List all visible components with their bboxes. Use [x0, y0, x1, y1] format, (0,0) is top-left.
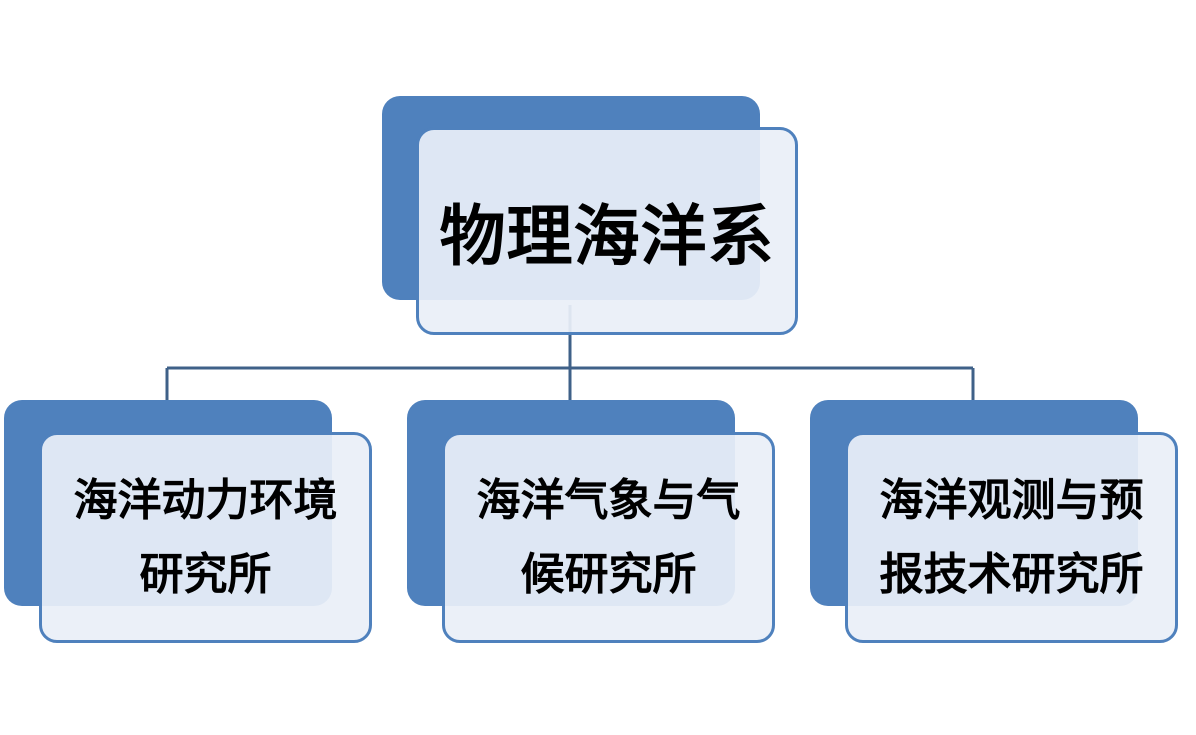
child-node-1: 海洋动力环境研究所 [4, 400, 372, 645]
child-node-3-box: 海洋观测与预报技术研究所 [845, 432, 1178, 643]
child-node-2: 海洋气象与气候研究所 [407, 400, 775, 645]
child-node-1-box: 海洋动力环境研究所 [39, 432, 372, 643]
child-node-3: 海洋观测与预报技术研究所 [810, 400, 1178, 645]
root-node-box: 物理海洋系 [416, 127, 798, 335]
root-node-label: 物理海洋系 [439, 198, 775, 275]
child-node-2-label: 海洋气象与气候研究所 [476, 474, 741, 600]
child-node-3-label: 海洋观测与预报技术研究所 [879, 474, 1144, 600]
child-node-2-box: 海洋气象与气候研究所 [442, 432, 775, 643]
root-node: 物理海洋系 [382, 96, 800, 340]
child-node-1-label: 海洋动力环境研究所 [73, 474, 338, 600]
